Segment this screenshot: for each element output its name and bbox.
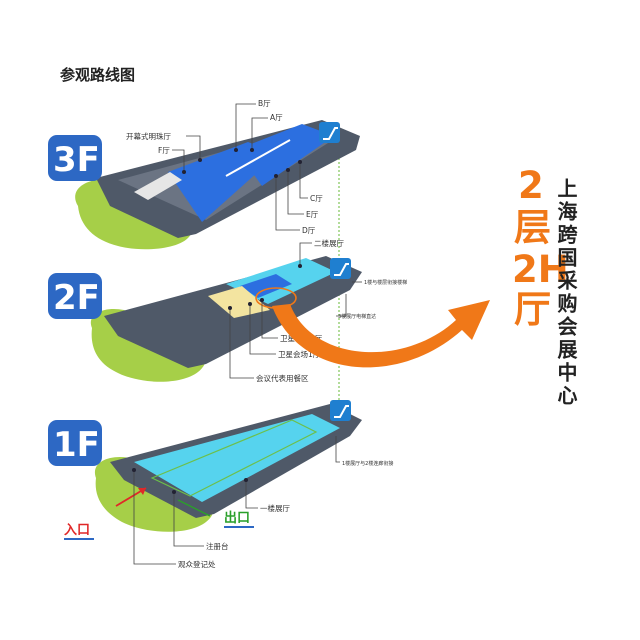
escalator-symbol-2f xyxy=(334,263,349,276)
label-2f-exhibit-hall: 二楼展厅 xyxy=(314,238,344,248)
floor-2f-hall-blue xyxy=(240,274,292,298)
label-1f-note: 1楼展厅与2楼连廊衔接 xyxy=(342,460,393,467)
floor-3f-hall-divider xyxy=(225,139,291,177)
label-c-hall: C厅 xyxy=(310,194,323,203)
floor-1f-hall xyxy=(134,414,340,502)
label-b-hall: B厅 xyxy=(258,99,271,108)
label-2f-note-2: 3楼展厅电梯直达 xyxy=(338,313,376,320)
label-exit: 出口 xyxy=(224,510,250,526)
label-d-hall: D厅 xyxy=(302,226,316,235)
route-arrow-body xyxy=(272,300,490,368)
floor-badge-2f xyxy=(48,273,102,319)
floor-3f-halls-right xyxy=(236,124,334,186)
label-entrance: 入口 xyxy=(64,523,90,538)
floor-1f: 1F 1楼展厅与2楼连廊衔接 一楼展厅 注册台 观众登记处 入口 出口 xyxy=(48,400,393,569)
floor-badge-2f-label: 2F xyxy=(53,278,100,318)
floor-badge-3f xyxy=(48,135,102,181)
escalator-symbol-1f xyxy=(334,405,349,418)
label-vip-dining: 会议代表用餐区 xyxy=(256,373,309,383)
destination-callout: 2 层 2H 厅 上海跨国采购会展中心 xyxy=(512,164,578,408)
floor-badge-3f-label: 3F xyxy=(53,140,100,180)
label-1f-exhibit-hall: 一楼展厅 xyxy=(260,503,290,513)
destination-floor-number: 2 xyxy=(518,164,544,207)
page-title: 参观路线图 xyxy=(60,66,135,84)
floor-1f-route xyxy=(150,419,318,497)
label-registration: 注册台 xyxy=(206,541,229,551)
label-visitor-reg: 观众登记处 xyxy=(178,559,216,569)
label-a-hall: A厅 xyxy=(270,113,283,122)
floor-3f: 3F B厅 A厅 开幕式明珠厅 F厅 C厅 E厅 D厅 xyxy=(48,99,360,250)
escalator-symbol-3f xyxy=(323,127,338,140)
label-2f-note-1: 1楼与楼层衔接楼梯 xyxy=(364,279,407,286)
floor-badge-1f xyxy=(48,420,102,466)
label-opening-hall: 开幕式明珠厅 xyxy=(126,131,171,141)
entrance-arrow-head xyxy=(138,488,146,495)
destination-floor-unit: 层 xyxy=(514,206,551,249)
destination-hall-code: 2H xyxy=(512,248,569,291)
floor-2f-dining xyxy=(208,286,270,318)
label-hall-1: 卫星会场1厅 xyxy=(278,349,321,359)
venue-name-vertical: 上海跨国采购会展中心 xyxy=(554,178,578,408)
floor-badge-1f-label: 1F xyxy=(53,425,100,465)
destination-hall-unit: 厅 xyxy=(514,288,551,331)
exit-arrow xyxy=(177,499,211,517)
floor-3f-corridor xyxy=(134,172,182,200)
label-f-hall: F厅 xyxy=(158,146,170,155)
label-e-hall: E厅 xyxy=(306,210,319,219)
